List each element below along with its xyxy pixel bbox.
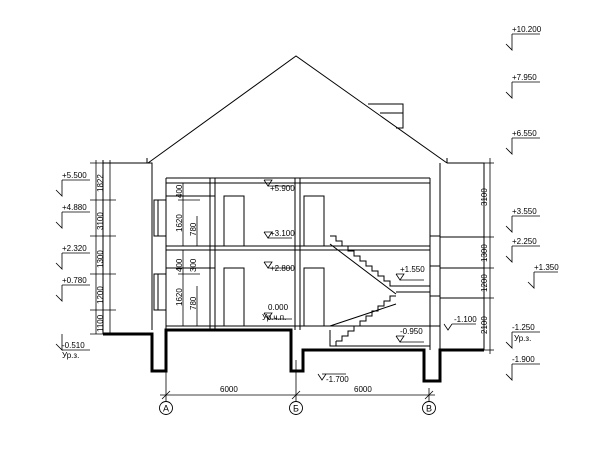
level-minus-1100: -1.100	[454, 315, 477, 324]
elevation-7950: +7.950	[512, 73, 537, 82]
left-dimension-chain	[90, 160, 116, 335]
span-dim-ab: 6000	[220, 385, 238, 394]
dim-3100-right: 3100	[480, 188, 489, 206]
elevation-1350: +1.350	[534, 263, 559, 272]
axis-bubble-a	[159, 401, 173, 415]
elevation-minus-1250: -1.250	[512, 323, 535, 332]
interior-level-labels: +5.900 +3.100 +2.800 0.000 Ур.ч.п. +1.55…	[262, 184, 477, 384]
axis-markers	[159, 401, 436, 415]
axis-label-a: А	[163, 404, 169, 414]
elevation-4880: +4.880	[62, 203, 87, 212]
elevation-minus-1900: -1.900	[512, 355, 535, 364]
level-minus-1700: -1.700	[326, 375, 349, 384]
dim-1300-right: 1300	[480, 244, 489, 262]
ground-level-label-left: Ур.з.	[62, 351, 79, 360]
window-dimension-labels: 400 1620 780 400 300 1620 780	[175, 184, 198, 310]
dim-3100-left: 3100	[96, 212, 105, 230]
floor-level-label: Ур.ч.п.	[262, 313, 286, 322]
dim-780-upper: 780	[189, 222, 198, 236]
roof	[146, 55, 448, 164]
staircase	[329, 235, 430, 347]
right-dimension-chain	[484, 158, 494, 354]
axis-label-v: В	[426, 404, 432, 414]
dim-1200-left: 1200	[96, 286, 105, 304]
dim-1822: 1822	[96, 174, 105, 192]
level-0000: 0.000	[268, 303, 289, 312]
level-5900: +5.900	[270, 184, 295, 193]
level-1550: +1.550	[400, 265, 425, 274]
level-3100: +3.100	[270, 229, 295, 238]
span-dim-bv: 6000	[354, 385, 372, 394]
elevation-5500: +5.500	[62, 171, 87, 180]
dim-400-lower: 400	[175, 258, 184, 272]
axis-bubble-b	[289, 401, 303, 415]
ground-level-label-right: Ур.з.	[514, 334, 531, 343]
elevation-10200: +10.200	[512, 25, 542, 34]
dim-1620-lower: 1620	[175, 288, 184, 306]
window-dimension-lines	[178, 183, 200, 326]
right-dimension-labels: 3100 1300 1200 2100	[480, 188, 489, 334]
right-elevation-marks	[505, 33, 558, 381]
elevation-6550: +6.550	[512, 129, 537, 138]
level-minus-0950: -0.950	[400, 327, 423, 336]
elevation-0780: +0.780	[62, 276, 87, 285]
dim-400-upper: 400	[175, 184, 184, 198]
dim-300: 300	[189, 258, 198, 272]
level-2800: +2.800	[270, 264, 295, 273]
building-walls	[102, 160, 485, 350]
elevation-minus-0510: -0.510	[62, 341, 85, 350]
left-elevation-labels: +5.500 +4.880 +2.320 +0.780 -0.510 Ур.з.	[62, 171, 87, 360]
dim-1620-upper: 1620	[175, 214, 184, 232]
left-dimension-labels: 1822 3100 1300 1200 1100	[96, 174, 105, 332]
elevation-2250: +2.250	[512, 237, 537, 246]
dim-1300-left: 1300	[96, 250, 105, 268]
dim-1100-left: 1100	[96, 314, 105, 332]
interior-level-marks	[263, 179, 476, 381]
right-elevation-labels: +10.200 +7.950 +6.550 +3.550 +2.250 +1.3…	[512, 25, 559, 364]
left-elevation-marks	[55, 179, 90, 351]
span-dimension-lines	[160, 360, 435, 402]
elevation-2320: +2.320	[62, 244, 87, 253]
axis-label-b: Б	[293, 404, 299, 414]
dim-780-lower: 780	[189, 296, 198, 310]
dim-2100-right: 2100	[480, 316, 489, 334]
axis-bubble-v	[422, 401, 436, 415]
elevation-3550: +3.550	[512, 207, 537, 216]
foundation	[103, 328, 484, 383]
dim-1200-right: 1200	[480, 274, 489, 292]
